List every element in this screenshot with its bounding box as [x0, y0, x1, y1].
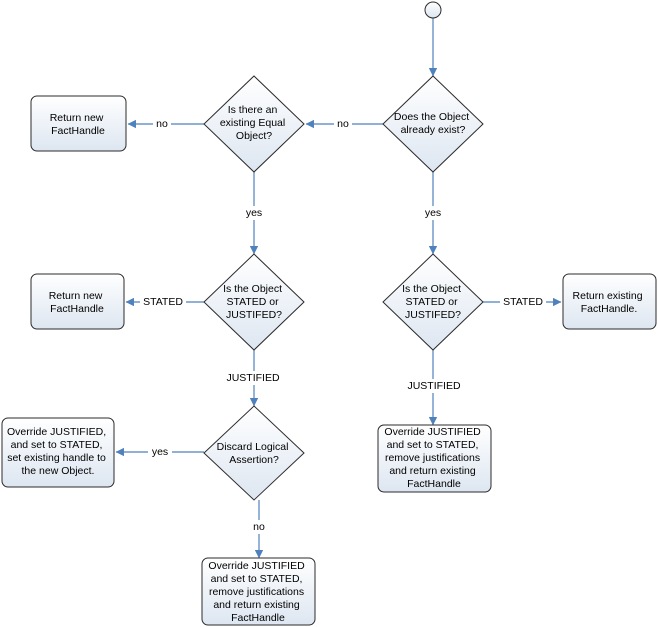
edge-label-discard-yes: yes	[152, 446, 168, 458]
connectors	[115, 18, 562, 559]
process-override-bottom-label: Override JUSTIFIED and set to STATED, re…	[208, 560, 307, 624]
decision-object-exists-label: Does the Object already exist?	[394, 111, 472, 136]
process-override-new-object: Override JUSTIFIED, and set to STATED, s…	[1, 417, 115, 488]
decision-equal-object-label: Is there an existing Equal Object?	[220, 104, 288, 142]
process-return-existing: Return existing FactHandle.	[562, 273, 657, 330]
edge-label-equal-yes: yes	[246, 207, 262, 219]
decision-stated-right: Is the Object STATED or JUSTIFED?	[382, 253, 484, 351]
decision-equal-object: Is there an existing Equal Object?	[203, 75, 305, 173]
process-return-existing-label: Return existing FactHandle.	[573, 290, 646, 315]
decision-stated-left: Is the Object STATED or JUSTIFED?	[203, 253, 305, 351]
process-return-new-mid: Return new FactHandle	[30, 273, 125, 330]
edge-label-stated-left: STATED	[143, 296, 183, 308]
process-override-right-label: Override JUSTIFIED and set to STATED, re…	[384, 426, 483, 490]
decision-discard-label: Discard Logical Assertion?	[217, 441, 292, 466]
decision-stated-left-label: Is the Object STATED or JUSTIFED?	[223, 283, 285, 321]
process-override-bottom: Override JUSTIFIED and set to STATED, re…	[201, 557, 316, 626]
edge-labels: no no yes yes STATED STATED JUSTIFIED JU…	[140, 117, 546, 534]
edge-label-equal-no: no	[156, 118, 168, 130]
process-return-new-top-label: Return new FactHandle	[50, 112, 107, 137]
edge-label-stated-right: STATED	[503, 296, 543, 308]
edge-label-justified-right: JUSTIFIED	[407, 380, 461, 392]
decision-discard: Discard Logical Assertion?	[203, 405, 305, 501]
edge-label-justified-left: JUSTIFIED	[226, 372, 280, 384]
process-return-new-mid-label: Return new FactHandle	[49, 290, 106, 315]
process-override-right: Override JUSTIFIED and set to STATED, re…	[377, 424, 492, 493]
edge-label-exists-no: no	[337, 118, 349, 130]
edge-label-discard-no: no	[253, 521, 265, 533]
process-override-new-object-label: Override JUSTIFIED, and set to STATED, s…	[7, 426, 109, 477]
decision-object-exists: Does the Object already exist?	[382, 75, 484, 173]
start-node	[424, 1, 442, 19]
decision-stated-right-label: Is the Object STATED or JUSTIFED?	[402, 283, 464, 321]
edge-label-exists-yes: yes	[425, 207, 441, 219]
process-return-new-top: Return new FactHandle	[30, 95, 127, 152]
